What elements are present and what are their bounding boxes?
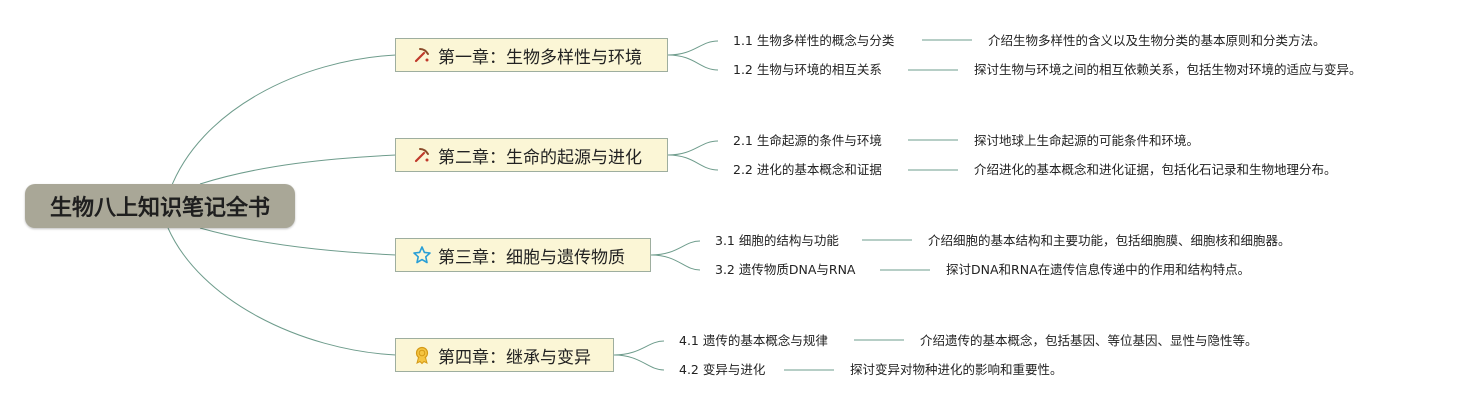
section-4-1-desc: 介绍遗传的基本概念，包括基因、等位基因、显性与隐性等。 — [920, 333, 1258, 348]
chapter-title-3: 第三章：细胞与遗传物质 — [438, 247, 625, 268]
chapter-node-3[interactable]: 第三章：细胞与遗传物质 — [395, 238, 651, 272]
section-4-1[interactable]: 4.1 遗传的基本概念与规律 — [679, 333, 828, 348]
section-2-1-desc: 探讨地球上生命起源的可能条件和环境。 — [974, 133, 1200, 148]
section-2-2-desc: 介绍进化的基本概念和进化证据，包括化石记录和生物地理分布。 — [974, 162, 1337, 177]
section-3-1-desc: 介绍细胞的基本结构和主要功能，包括细胞膜、细胞核和细胞器。 — [928, 233, 1291, 248]
section-1-1[interactable]: 1.1 生物多样性的概念与分类 — [733, 33, 895, 48]
section-4-2-desc: 探讨变异对物种进化的影响和重要性。 — [850, 362, 1063, 377]
link-ch3-s1 — [650, 240, 701, 256]
link-ch4-s1 — [613, 340, 665, 356]
section-1-2-desc: 探讨生物与环境之间的相互依赖关系，包括生物对环境的适应与变异。 — [974, 62, 1362, 77]
link-ch1-s2 — [667, 54, 719, 71]
chapter-node-2[interactable]: 第二章：生命的起源与进化 — [395, 138, 668, 172]
medal-icon — [415, 346, 429, 365]
link-ch2-s1 — [667, 140, 719, 156]
link-ch3-s2 — [650, 254, 701, 271]
link-ch4-s2 — [613, 354, 665, 371]
root-title: 生物八上知识笔记全书 — [49, 196, 270, 221]
section-3-2-desc: 探讨DNA和RNA在遗传信息传递中的作用和结构特点。 — [946, 262, 1251, 277]
pickaxe-icon — [414, 48, 429, 63]
link-root-ch1 — [169, 54, 397, 191]
link-root-ch3 — [199, 227, 397, 256]
link-root-ch2 — [199, 154, 397, 185]
link-ch1-s1 — [667, 40, 719, 56]
chapter-node-4[interactable]: 第四章：继承与变异 — [395, 338, 614, 372]
chapter-node-1[interactable]: 第一章：生物多样性与环境 — [395, 38, 668, 72]
section-2-1[interactable]: 2.1 生命起源的条件与环境 — [733, 133, 882, 148]
link-root-ch4 — [167, 227, 397, 356]
chapter-title-4: 第四章：继承与变异 — [438, 347, 591, 368]
section-1-1-desc: 介绍生物多样性的含义以及生物分类的基本原则和分类方法。 — [988, 33, 1326, 48]
section-1-2[interactable]: 1.2 生物与环境的相互关系 — [733, 62, 882, 77]
chapter-title-2: 第二章：生命的起源与进化 — [438, 147, 642, 168]
link-ch2-s2 — [667, 154, 719, 171]
star-icon — [413, 246, 431, 264]
section-4-2[interactable]: 4.2 变异与进化 — [679, 362, 766, 377]
root-node[interactable]: 生物八上知识笔记全书 — [25, 184, 295, 228]
section-2-2[interactable]: 2.2 进化的基本概念和证据 — [733, 162, 882, 177]
pickaxe-icon — [414, 148, 429, 163]
section-3-1[interactable]: 3.1 细胞的结构与功能 — [715, 233, 839, 248]
section-3-2[interactable]: 3.2 遗传物质DNA与RNA — [715, 262, 856, 277]
chapter-title-1: 第一章：生物多样性与环境 — [438, 47, 642, 68]
